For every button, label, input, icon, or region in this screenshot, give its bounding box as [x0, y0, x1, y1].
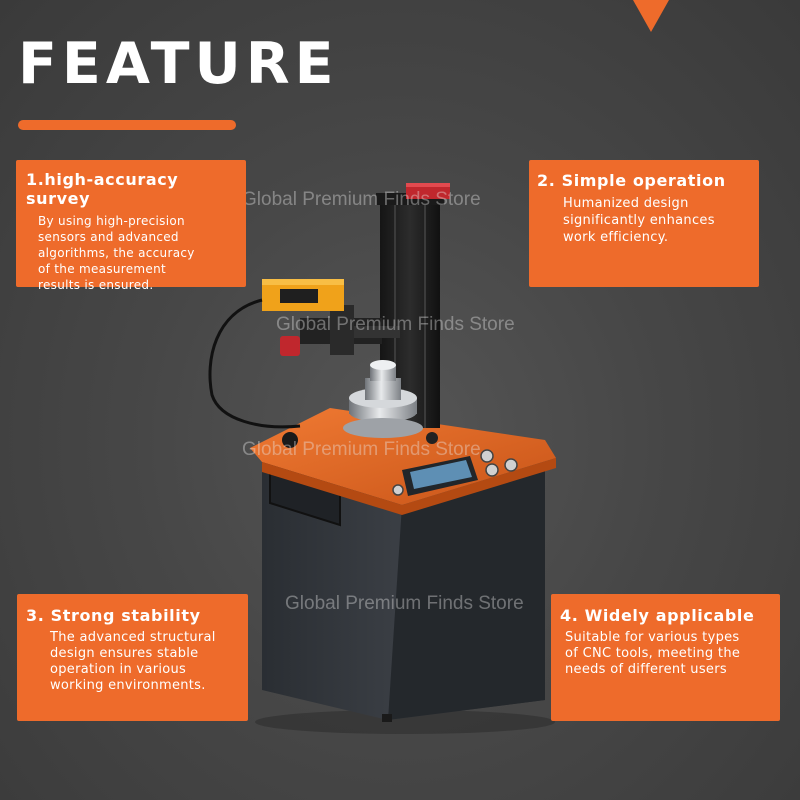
feature-line: algorithms, the accuracy [38, 246, 195, 261]
feature-description: Humanized design significantly enhances … [563, 195, 753, 246]
top-plate-edge [262, 458, 556, 515]
feature-line: of the measurement [38, 262, 167, 277]
feature-line: Humanized design [563, 196, 689, 212]
feature-line: needs of different users [565, 662, 727, 678]
feature-line: operation in various [50, 662, 187, 678]
button-2 [485, 463, 499, 477]
top-plate [250, 408, 556, 505]
watermark: Global Premium Finds Store [242, 189, 481, 210]
feature-description: Suitable for various types of CNC tools,… [565, 630, 774, 678]
feature-description: By using high-precision sensors and adva… [38, 213, 238, 293]
feature-line: Suitable for various types [565, 630, 740, 646]
feature-card-accuracy: 1.high-accuracy survey By using high-pre… [16, 160, 246, 292]
feature-description: The advanced structural design ensures s… [50, 630, 242, 694]
power-button [282, 432, 298, 448]
spindle-ring [343, 418, 423, 438]
sensor-mount [330, 305, 354, 355]
red-lock-knob [280, 336, 300, 356]
feature-line: The advanced structural [50, 630, 216, 646]
orange-triangle-marker [633, 0, 669, 32]
knob [426, 432, 438, 444]
feature-title: 4. Widely applicable [560, 606, 755, 625]
feature-line: working environments. [50, 678, 206, 694]
feature-line: significantly enhances [563, 213, 715, 229]
feature-title: 3. Strong stability [26, 606, 201, 625]
feature-card-applicable: 4. Widely applicable Suitable for variou… [551, 594, 780, 721]
button-4 [392, 484, 404, 496]
title-underline [18, 120, 236, 130]
floor-shadow [255, 710, 555, 734]
feature-line: design ensures stable [50, 646, 199, 662]
page-title: FEATURE [18, 31, 339, 97]
box-foot [382, 714, 392, 722]
box-right-face [388, 470, 545, 720]
lcd-screen [410, 460, 472, 489]
sensor-cable [208, 298, 301, 429]
button-3 [504, 458, 518, 472]
watermark: Global Premium Finds Store [242, 439, 481, 460]
feature-line: By using high-precision [38, 214, 185, 229]
feature-title: 2. Simple operation [537, 171, 726, 190]
feature-title: 1.high-accuracy survey [26, 170, 179, 209]
feature-line: sensors and advanced [38, 230, 179, 245]
feature-card-stability: 3. Strong stability The advanced structu… [17, 594, 248, 721]
feature-card-operation: 2. Simple operation Humanized design sig… [529, 160, 759, 287]
feature-line: results is ensured. [38, 278, 154, 293]
feature-line: work efficiency. [563, 230, 669, 246]
watermark: Global Premium Finds Store [276, 314, 515, 335]
feature-line: of CNC tools, meeting the [565, 646, 741, 662]
button-1 [480, 449, 494, 463]
watermark: Global Premium Finds Store [285, 593, 524, 614]
